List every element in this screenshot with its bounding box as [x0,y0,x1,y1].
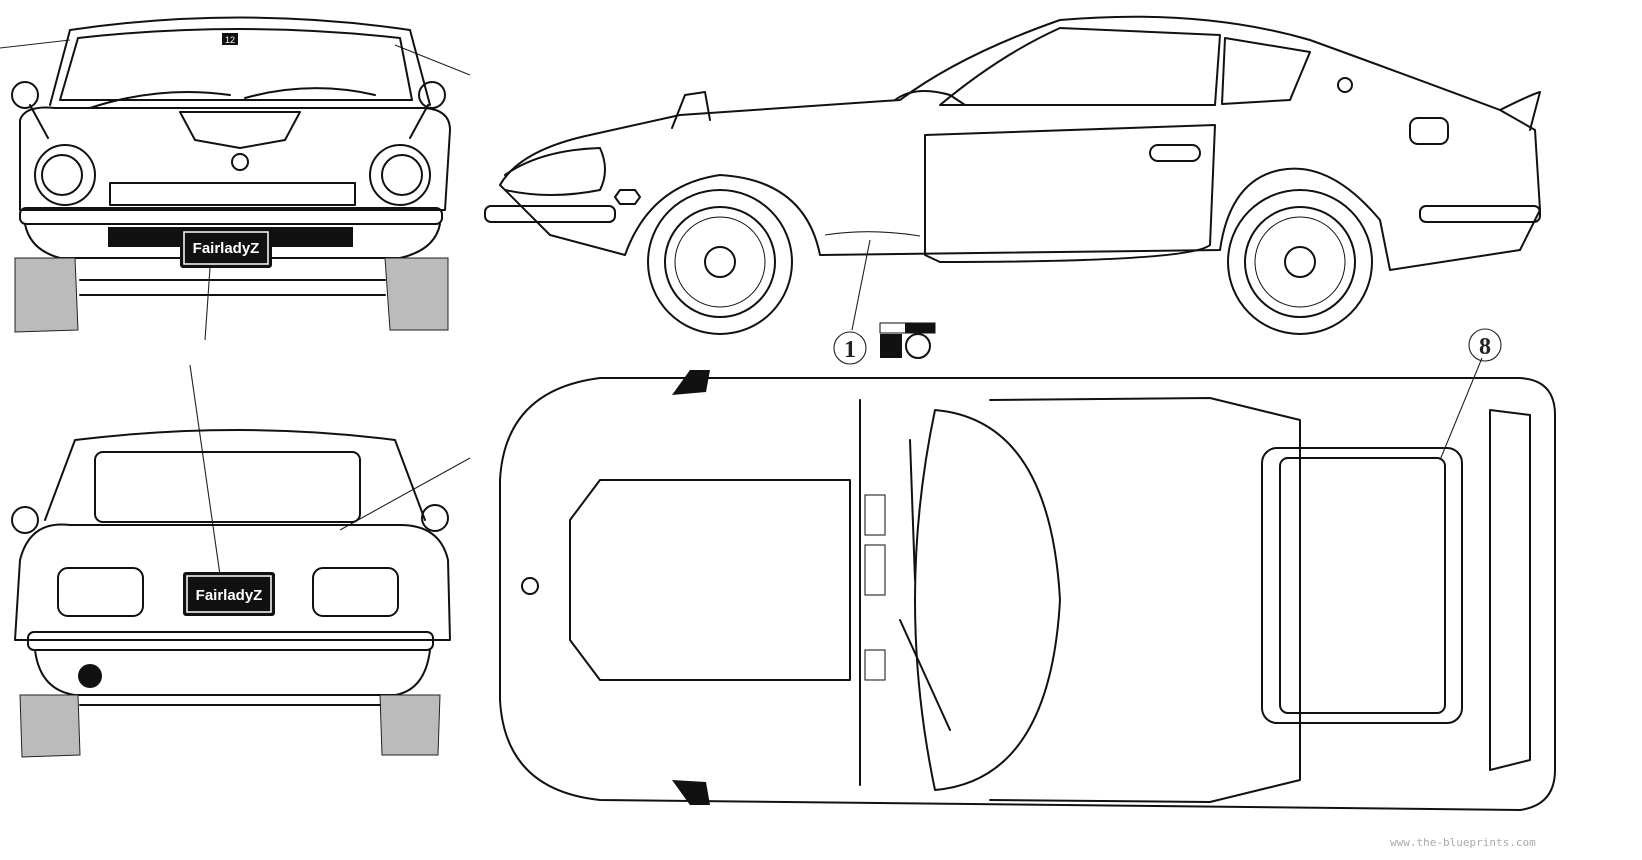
watermark: www.the-blueprints.com [1390,836,1536,849]
rear-view: FairladyZ [11,364,471,758]
front-plate-text: FairladyZ [193,240,260,257]
top-view: 8 [499,328,1556,811]
vents [864,494,886,681]
side-callout-number: 1 [844,337,856,363]
front-view: FairladyZ 12 [0,16,471,341]
rear-wheel [1227,189,1373,335]
front-wheel [647,189,793,335]
side-view: 1 [484,15,1541,365]
rear-plate-text: FairladyZ [196,587,263,604]
windshield-label: 12 [225,35,235,45]
top-callout-number: 8 [1479,334,1491,360]
